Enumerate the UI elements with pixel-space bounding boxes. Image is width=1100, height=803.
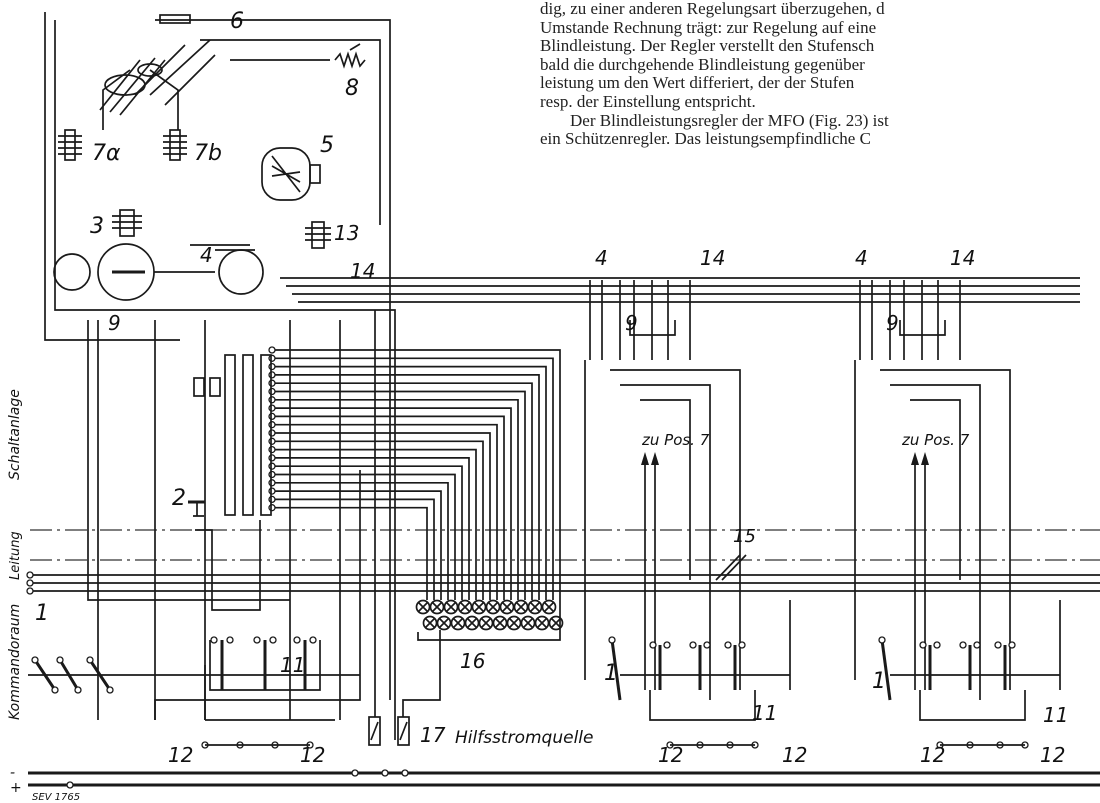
lamp-panel-16 [415, 599, 564, 641]
labels: 6 8 5 7α 7b 3 13 4 14 9 2 Schaltanlage L… [7, 9, 1068, 803]
label-12-unit3-left: 12 [920, 743, 945, 767]
label-14-unit2: 14 [700, 246, 725, 270]
paragraph-line: dig, zu einer anderen Regelungsart überz… [540, 0, 885, 18]
relay-coil-7b [163, 129, 187, 161]
label-zu-pos-7-unit3: zu Pos. 7 [901, 431, 970, 449]
label-1: 1 [35, 601, 49, 626]
label-4: 4 [200, 243, 213, 267]
paragraph-line: ein Schützenregler. Das leistungsempfind… [540, 129, 871, 149]
label-14: 14 [350, 259, 375, 283]
label-11-unit3: 11 [1043, 703, 1068, 727]
label-kommandoraum: Kommandoraum [7, 604, 23, 720]
label-12-unit3-right: 12 [1040, 743, 1065, 767]
label-7a: 7α [92, 141, 121, 166]
label-8: 8 [345, 76, 359, 101]
label-14-unit3: 14 [950, 246, 975, 270]
label-16: 16 [460, 649, 485, 673]
cam-4 [190, 244, 264, 295]
label-6: 6 [230, 9, 244, 34]
paragraph-line: resp. der Einstellung entspricht. [540, 91, 756, 111]
regulator-contact-assembly [99, 14, 216, 116]
label-12-unit2-right: 12 [782, 743, 807, 767]
label-17: 17 [420, 723, 446, 747]
label-12-right: 12 [300, 743, 325, 767]
label-5: 5 [320, 133, 334, 158]
label-9: 9 [108, 311, 121, 335]
wiring [26, 12, 1100, 789]
label-11: 11 [280, 653, 305, 677]
label-15: 15 [733, 526, 756, 547]
label-schaltanlage: Schaltanlage [7, 389, 23, 480]
paragraph-line: leistung um den Wert differiert, der der… [540, 73, 855, 93]
label-zu-pos-7-unit2: zu Pos. 7 [641, 431, 710, 449]
label-hilfsstromquelle: Hilfsstromquelle [455, 728, 593, 748]
label-9-unit3: 9 [886, 311, 899, 335]
relay-coil-7a [58, 129, 82, 161]
label-1-unit3: 1 [872, 669, 886, 694]
label-1-unit2: 1 [604, 661, 618, 686]
paragraph-line: Der Blindleistungsregler der MFO (Fig. 2… [570, 110, 889, 130]
components [53, 14, 564, 746]
label-leitung: Leitung [8, 531, 23, 580]
label-12-left: 12 [168, 743, 193, 767]
stepper-contacts-2 [188, 354, 272, 611]
label-3: 3 [90, 214, 104, 239]
paragraph-line: Blindleistung. Der Regler verstellt den … [540, 36, 875, 56]
label-4-unit2: 4 [595, 246, 608, 270]
label-sev: SEV 1765 [32, 792, 80, 803]
fuse-17 [368, 716, 410, 746]
motor-5 [261, 147, 321, 201]
label-7b: 7b [194, 141, 222, 166]
label-minus: - [10, 765, 15, 781]
label-2: 2 [172, 486, 186, 511]
label-11-unit2: 11 [752, 701, 777, 725]
paragraph-text: dig, zu einer anderen Regelungsart überz… [540, 0, 1100, 149]
wattmeter-element [53, 243, 215, 301]
transformer-3 [112, 209, 142, 237]
paragraph-line: Umstande Rechnung trägt: zur Regelung au… [540, 17, 877, 37]
rheostat-8 [334, 43, 366, 69]
paragraph-line: bald die durchgehende Blindleistung gege… [540, 54, 865, 74]
label-4-unit3: 4 [855, 246, 868, 270]
label-9-unit2: 9 [625, 311, 638, 335]
label-plus: + [10, 780, 22, 796]
label-13: 13 [334, 221, 359, 245]
coil-13 [305, 221, 331, 249]
label-12-unit2-left: 12 [658, 743, 683, 767]
